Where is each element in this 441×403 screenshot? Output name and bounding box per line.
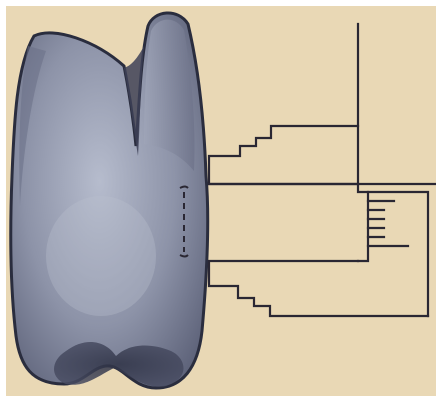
tooth-drawing (11, 13, 208, 388)
caliper-gauge (209, 24, 436, 316)
caliper-beam-lower (358, 184, 368, 261)
crown-highlight (46, 196, 156, 316)
caliper-lower-jaw (209, 261, 428, 316)
figure-plate (6, 6, 436, 396)
illustration-canvas (6, 6, 436, 396)
caliper-upper-jaw (209, 126, 358, 184)
